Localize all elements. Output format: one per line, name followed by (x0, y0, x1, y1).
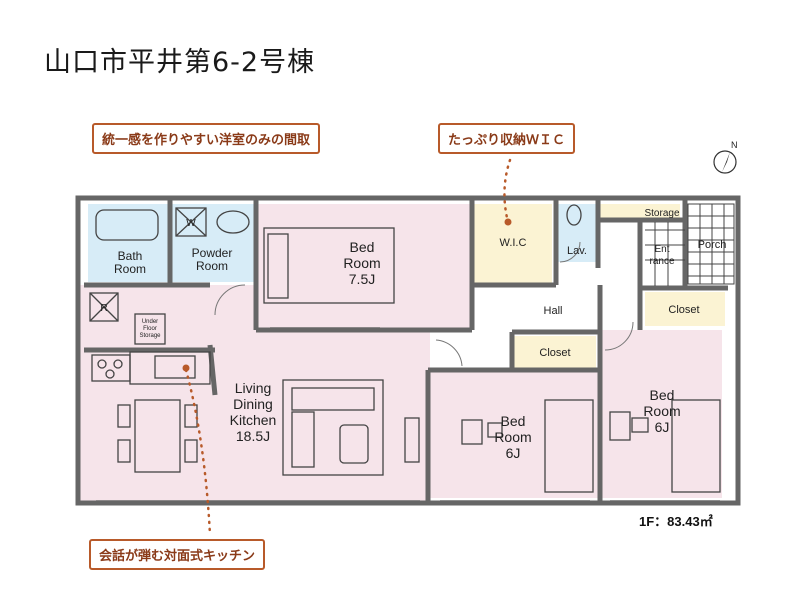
closet1-fill (514, 336, 596, 368)
bed1-fill (258, 204, 470, 329)
fridge-label: R (100, 303, 107, 314)
bathtub (95, 209, 159, 241)
doors (214, 241, 634, 367)
toilet (566, 204, 582, 226)
windows (96, 327, 720, 502)
under-floor-box (134, 313, 166, 345)
lav-label: Lav. (567, 245, 587, 257)
compass-icon (713, 150, 737, 174)
callout-lines (184, 158, 512, 537)
coffee-table (339, 424, 369, 464)
compass-label: N (731, 140, 738, 150)
bed2-fill (430, 372, 600, 498)
bed3-frame (671, 399, 721, 493)
porch-tiles (645, 203, 735, 286)
wic-fill (474, 204, 552, 284)
sofa (282, 379, 384, 476)
porch-label: Porch (698, 239, 727, 251)
kitchen-sink (154, 355, 196, 379)
tv-board (404, 417, 420, 463)
bed3-fill (602, 330, 722, 498)
fridge-box (89, 292, 119, 322)
closet2-label: Closet (668, 304, 699, 316)
bed1-frame (263, 227, 395, 304)
kitchen-counter (129, 351, 211, 385)
storage-label: Storage (644, 208, 679, 219)
floor-area-label: 1F：83.43㎡ (639, 514, 713, 529)
storage-fill (600, 204, 680, 219)
callout-bottom: 会話が弾む対面式キッチン (89, 539, 266, 570)
callout-top-left: 統一感を作りやすい洋室のみの間取 (92, 123, 321, 154)
page-title: 山口市平井第6-2号棟 (44, 47, 316, 78)
closet1-label: Closet (539, 347, 570, 359)
fixtures (89, 204, 721, 493)
closet2-fill (645, 292, 725, 326)
walls (75, 195, 741, 506)
bed2-frame (544, 399, 594, 493)
washer-box (175, 207, 207, 237)
dining-table (134, 399, 181, 473)
sink (216, 210, 250, 234)
bath-fill (88, 204, 168, 282)
washer-label: W (186, 218, 196, 229)
wic-label: W.I.C (500, 237, 527, 249)
room-fills (80, 204, 725, 505)
hall-label: Hall (544, 305, 563, 317)
callout-top-right: たっぷり収納ＷＩＣ (438, 123, 576, 154)
